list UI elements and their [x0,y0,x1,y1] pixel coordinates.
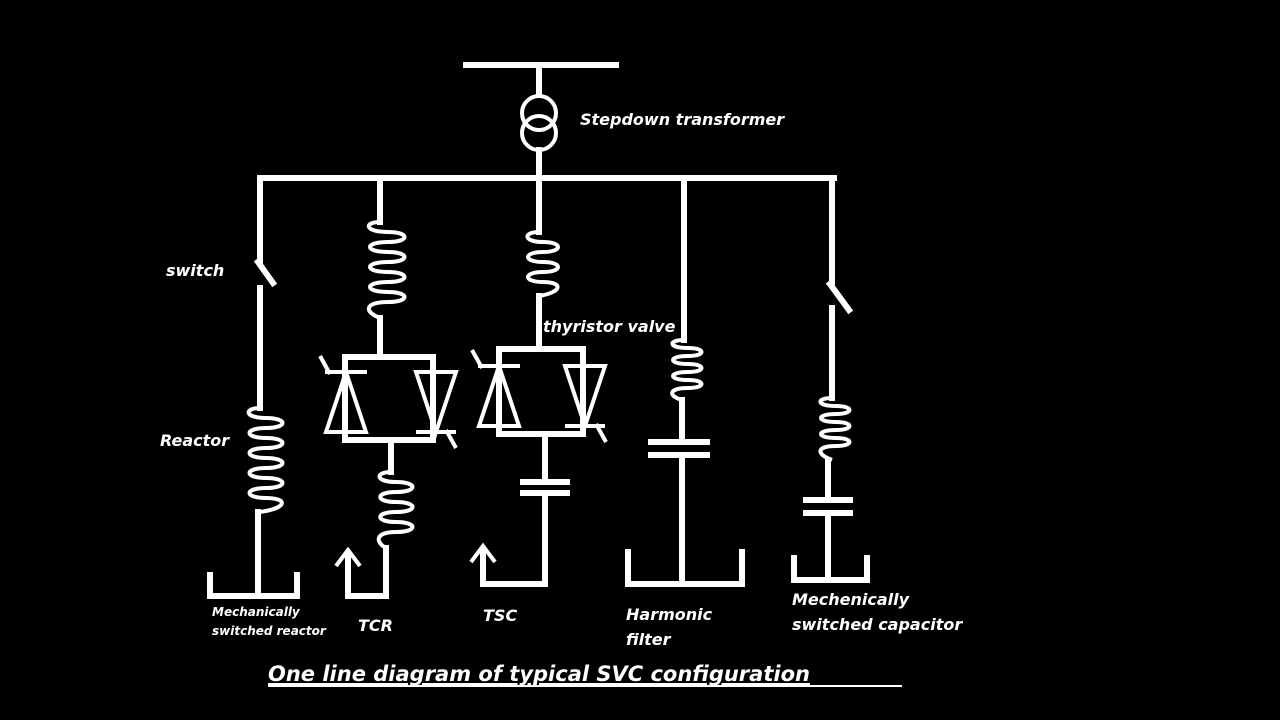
tsc-thyristor-valve [496,346,586,437]
msr-label-line2: switched reactor [212,624,327,638]
msc-label-line2: switched capacitor [792,615,963,634]
tcr-thyristor-valve [342,354,436,443]
msc-label-line1: Mechenically [792,590,910,609]
msc-ground [791,555,870,583]
msc-branch [791,175,870,583]
msr-reactor-coil [246,406,285,514]
filter-coil [670,338,704,402]
tsc-coil [525,230,560,298]
msr-branch [207,175,300,599]
msr-switch-blade [253,257,278,288]
diagram-caption: One line diagram of typical SVC configur… [268,662,810,686]
tcr-branch [318,175,459,599]
filter-label-line2: filter [626,630,672,649]
thyristor-valve-label: thyristor valve [543,317,676,336]
msr-ground [207,572,300,599]
filter-label-line1: Harmonic [626,605,713,624]
tsc-label: TSC [483,606,517,625]
tcr-lower-coil [376,470,415,550]
msr-label-line1: Mechanically [212,605,301,619]
filter-ground [625,549,745,587]
tsc-arrow [469,542,497,564]
tcr-arrow [334,546,362,568]
top-busbar [463,62,619,98]
msc-switch-blade [825,279,854,315]
switch-label: switch [166,261,224,280]
tcr-upper-coil [367,220,407,320]
transformer-label: Stepdown transformer [580,110,785,129]
msc-coil [818,396,852,462]
harmonic-filter-branch [625,175,745,587]
reactor-label: Reactor [160,431,230,450]
tcr-label: TCR [358,616,393,635]
tsc-branch [469,175,608,587]
stepdown-transformer-symbol [520,94,558,181]
